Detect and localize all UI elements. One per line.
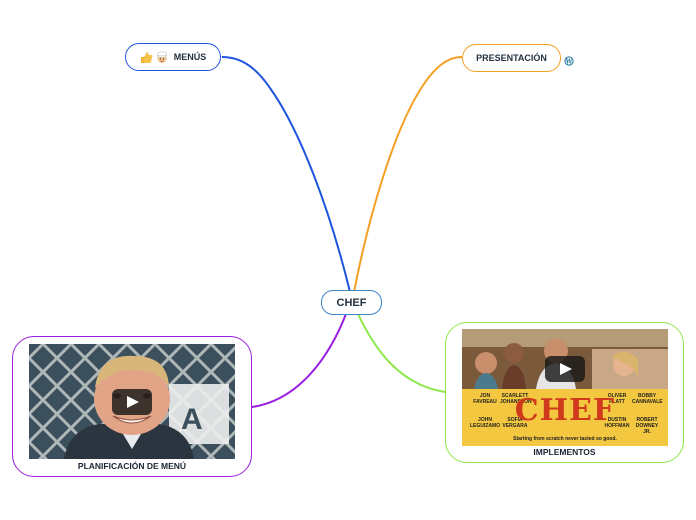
poster-credit-7: DUSTIN HOFFMAN [604, 417, 630, 429]
implementos-label: IMPLEMENTOS [533, 447, 596, 457]
node-implementos[interactable]: JON FAVREAU SCARLETT JOHANSSON OLIVER PL… [445, 322, 684, 463]
center-label: CHEF [336, 296, 367, 309]
presentacion-label: PRESENTACIÓN [476, 53, 547, 63]
play-button[interactable] [545, 355, 585, 382]
wordpress-icon[interactable]: W [564, 53, 574, 66]
center-node[interactable]: CHEF [321, 290, 382, 315]
menus-label: MENÚS [173, 52, 207, 62]
poster-credit-6: SOFIA VERGARA [502, 417, 528, 429]
poster-tagline: Starting from scratch never tasted so go… [513, 436, 617, 442]
planificacion-label: PLANIFICACIÓN DE MENÚ [77, 461, 187, 471]
poster-credit-5: JOHN LEGUIZAMO [470, 417, 500, 429]
poster-credit-4: BOBBY CANNAVALE [632, 393, 663, 405]
link-implementos [357, 313, 446, 393]
poster-credit-8: ROBERT DOWNEY JR. [635, 417, 659, 435]
poster-credit-1: JON FAVREAU [473, 393, 497, 405]
node-planificacion[interactable]: A PLANIFICACIÓN DE MENÚ [12, 336, 252, 477]
video-thumbnail-planificacion[interactable]: A [29, 344, 235, 459]
link-planificacion [251, 313, 347, 408]
poster-credit-3: OLIVER PLATT [607, 393, 627, 405]
play-button[interactable] [112, 388, 152, 415]
video-thumbnail-implementos[interactable]: JON FAVREAU SCARLETT JOHANSSON OLIVER PL… [462, 329, 668, 446]
svg-text:W: W [565, 58, 573, 65]
poster-credit-2: SCARLETT JOHANSSON [500, 393, 532, 405]
photo-man-smiling: A [29, 344, 235, 459]
chef-hat-icon [155, 50, 169, 64]
node-presentacion[interactable]: PRESENTACIÓN [462, 44, 561, 72]
link-presentacion [353, 56, 463, 293]
node-menus[interactable]: MENÚS [125, 43, 221, 71]
thumbs-up-icon [140, 51, 153, 64]
svg-text:A: A [181, 403, 203, 436]
link-menus [221, 56, 351, 293]
poster-title: CHEF [514, 393, 616, 428]
